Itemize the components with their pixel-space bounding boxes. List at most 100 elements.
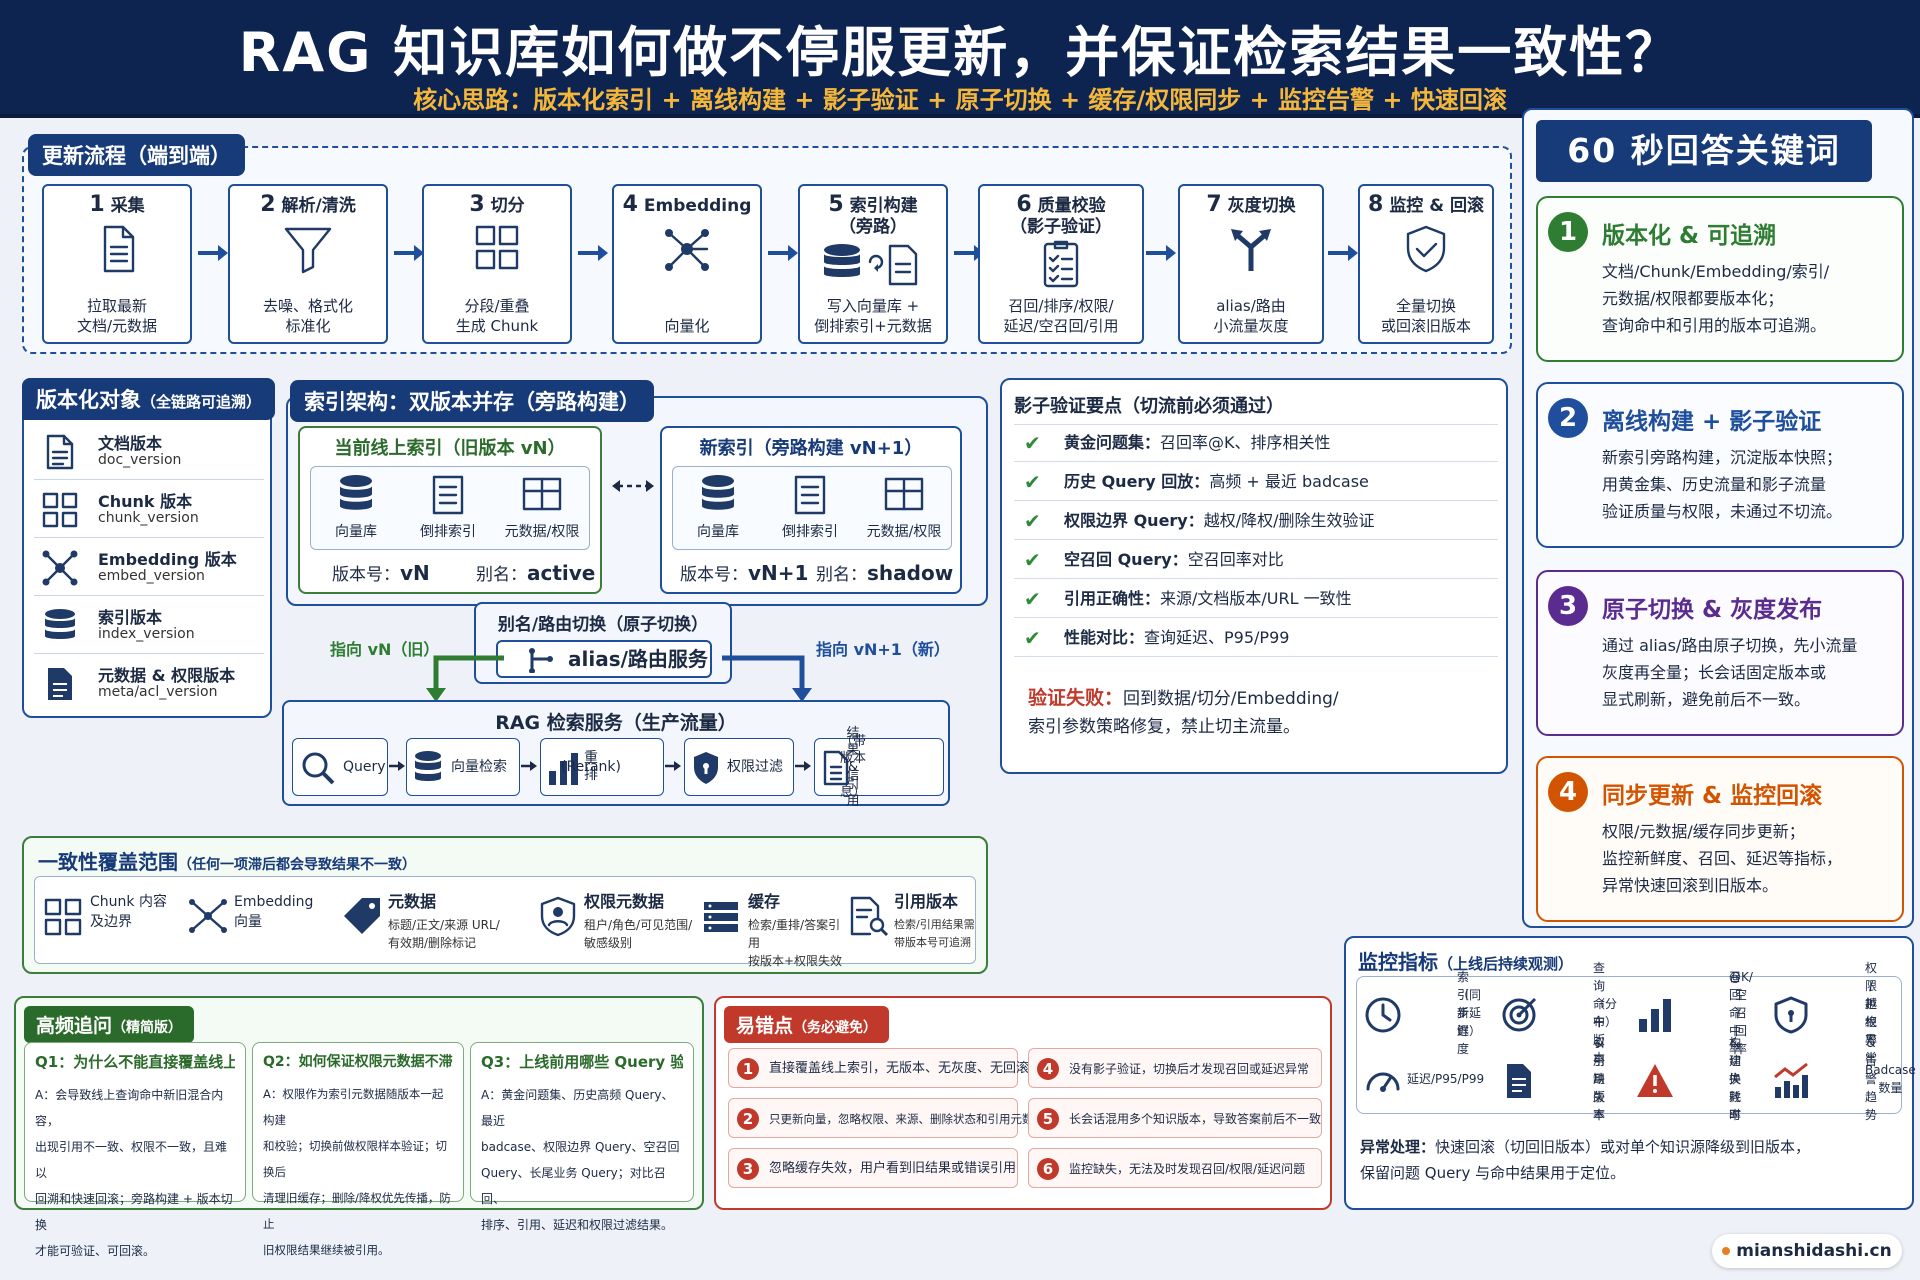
- database-icon: [702, 475, 734, 510]
- check-icon: ✔: [1024, 431, 1041, 455]
- keyword-card-3: 3 原子切换 & 灰度发布 通过 alias/路由原子切换，先小流量灰度再全量；…: [1536, 570, 1904, 736]
- route-old-arrow: [426, 655, 504, 702]
- network-icon: [42, 550, 78, 586]
- arrow-icon: [768, 245, 798, 261]
- coverage-permission: 权限元数据 租户/角色/可见范围/敏感级别: [536, 878, 696, 958]
- database-icon: [45, 609, 75, 639]
- page-title: RAG 知识库如何做不停服更新，并保证检索结果一致性？: [238, 21, 1682, 84]
- trend-icon: [1774, 1062, 1808, 1098]
- check-item: ✔黄金问题集：召回率@K、排序相关性: [1014, 424, 1498, 462]
- server-icon: [704, 902, 738, 932]
- pitfalls-tag: 易错点（务必避免）: [724, 1006, 890, 1043]
- clock-icon: [1365, 997, 1401, 1033]
- branch-icon: [529, 648, 553, 673]
- branch-icon: [1231, 229, 1271, 271]
- file-lock-icon: [48, 668, 72, 700]
- shield-check-icon: [1406, 225, 1446, 273]
- shield-icon: [694, 752, 718, 784]
- filter-icon: [284, 227, 332, 274]
- flow-tag: 更新流程（端到端）: [28, 134, 245, 176]
- arrow-icon: [1328, 245, 1358, 261]
- document-icon: [1507, 1064, 1531, 1098]
- coverage-citation-version: 引用版本 检索/引用结果需带版本号可追溯: [846, 878, 986, 958]
- database-icon: [824, 244, 918, 286]
- monitoring-panel: 监控指标（上线后持续观测） 异常处理：快速回滚（切回旧版本）或对单个知识源降级到…: [1344, 936, 1914, 1210]
- route-old-label: 指向 vN（旧）: [330, 640, 440, 659]
- check-item: ✔性能对比：查询延迟、P95/P99: [1014, 619, 1498, 657]
- route-new-label: 指向 vN+1（新）: [816, 640, 950, 659]
- document-icon: [823, 750, 849, 786]
- database-icon: [415, 751, 441, 781]
- site-brand-link[interactable]: mianshidashi.cn: [1712, 1234, 1902, 1268]
- check-icon: ✔: [1024, 470, 1041, 494]
- table-icon: [884, 477, 924, 511]
- faq-item-2: Q2：如何保证权限元数据不滞后？ A：权限作为索引元数据随版本一起构建和校验；切…: [252, 1042, 464, 1257]
- arrow-icon: [578, 245, 608, 261]
- alias-service-button[interactable]: alias/路由服务: [496, 640, 712, 678]
- alias-switch-box: 别名/路由切换（原子切换） alias/路由服务: [474, 602, 732, 684]
- arrow-icon: [665, 761, 681, 771]
- metric-build-failure: 构建失败率& 切换耗时: [1629, 1036, 1765, 1122]
- user-shield-icon: [540, 896, 576, 937]
- faq-item-1: Q1：为什么不能直接覆盖线上旧 Chunk？ A：会导致线上查询命中新旧混合内容…: [24, 1042, 246, 1258]
- tag-icon: [344, 898, 380, 934]
- metric-citation-missing: 引用缺失率& 引用版本: [1493, 1036, 1629, 1122]
- objects-tag: 版本化对象（全链路可追溯）: [22, 378, 276, 420]
- gauge-icon: [1366, 1072, 1400, 1092]
- index-architecture-panel: 索引架构：双版本并存（旁路构建） 当前线上索引（旧版本 vN） 向量库 倒排索引…: [286, 380, 988, 606]
- coverage-chunk: Chunk 内容及边界: [42, 878, 172, 958]
- rag-step-query: Query: [292, 738, 388, 796]
- arrow-icon: [198, 245, 228, 261]
- keyword-card-4: 4 同步更新 & 监控回滚 权限/元数据/缓存同步更新；监控新鲜度、召回、延迟等…: [1536, 756, 1904, 922]
- metric-hit-version: 查询命中版本（分布）: [1493, 961, 1629, 1065]
- bidirectional-arrow-icon: [612, 480, 654, 492]
- metric-freshness: 索引新鲜度（同步延迟）: [1357, 970, 1493, 1056]
- coverage-metadata: 元数据 标题/正文/来源 URL/有效期/删除标记: [340, 878, 520, 958]
- shield-icon: [1774, 996, 1808, 1034]
- keyword-card-1: 1 版本化 & 可追溯 文档/Chunk/Embedding/索引/元数据/权限…: [1536, 196, 1904, 362]
- monitor-metrics-grid: 索引新鲜度（同步延迟） 查询命中版本（分布） 召回命中率@K/空召回率 权限拒绝…: [1356, 961, 1916, 1122]
- target-icon: [1502, 997, 1537, 1032]
- arrow-icon: [521, 761, 537, 771]
- validation-fail-note: 验证失败：回到数据/切分/Embedding/索引参数策略修复，禁止切主流量。: [1028, 687, 1339, 737]
- check-icon: ✔: [1024, 548, 1041, 572]
- new-index-box: 新索引（旁路构建 vN+1） 向量库 倒排索引 元数据/权限 版本号：vN+1 …: [660, 426, 962, 594]
- grid-icon: [475, 225, 519, 270]
- checklist-icon: [1043, 240, 1079, 288]
- document-icon: [103, 225, 135, 273]
- keywords-title: 60 秒回答关键词: [1536, 120, 1872, 182]
- search-icon: [302, 752, 335, 785]
- old-index-box: 当前线上索引（旧版本 vN） 向量库 倒排索引 元数据/权限 版本号：vN 别名…: [298, 426, 602, 594]
- page-subtitle: 核心思路：版本化索引 + 离线构建 + 影子验证 + 原子切换 + 缓存/权限同…: [413, 86, 1507, 114]
- check-icon: ✔: [1024, 626, 1041, 650]
- arch-tag: 索引架构：双版本并存（旁路构建）: [290, 380, 654, 422]
- header-banner: [0, 0, 1920, 118]
- metric-latency: 延迟/P95/P99: [1357, 1045, 1493, 1113]
- faq-tag: 高频追问（精简版）: [24, 1006, 195, 1043]
- check-icon: ✔: [1024, 509, 1041, 533]
- check-item: ✔历史 Query 回放：高频 + 最近 badcase: [1014, 463, 1498, 501]
- consistency-coverage-panel: 一致性覆盖范围（任何一项滞后都会导致结果不一致） Chunk 内容及边界 Emb…: [22, 836, 988, 974]
- check-icon: ✔: [1024, 587, 1041, 611]
- keyword-card-2: 2 离线构建 + 影子验证 新索引旁路构建，沉淀版本快照；用黄金集、历史流量和影…: [1536, 382, 1904, 548]
- shadow-title: 影子验证要点（切流前必须通过）: [1014, 396, 1284, 417]
